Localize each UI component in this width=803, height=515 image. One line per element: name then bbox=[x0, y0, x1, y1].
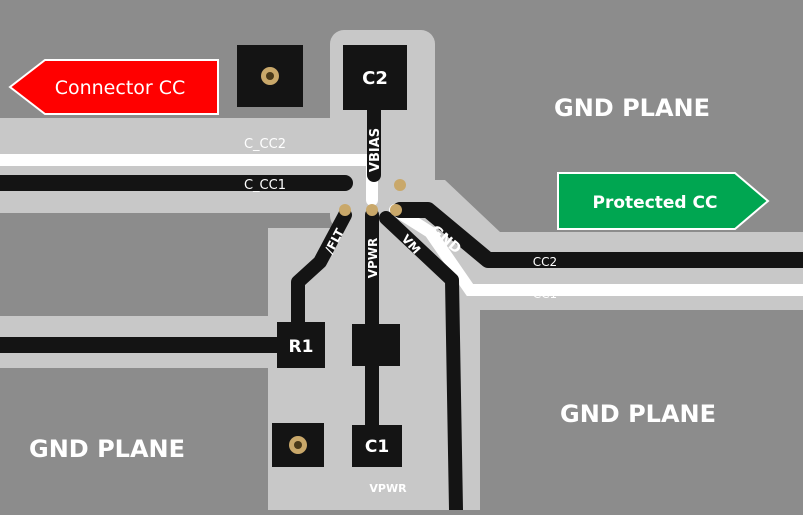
gnd-plane-bottom-right bbox=[480, 318, 803, 510]
pads bbox=[237, 45, 407, 467]
net-label-cc2: CC2 bbox=[533, 255, 557, 269]
gnd-plane-bottom-left bbox=[0, 368, 268, 510]
net-label-vpwr: VPWR bbox=[366, 238, 380, 279]
c1-label: C1 bbox=[365, 437, 389, 457]
trace-vm bbox=[379, 211, 463, 515]
net-label-vbias: VBIAS bbox=[368, 128, 383, 172]
gnd-plane-label-bottom-right: GND PLANE bbox=[560, 400, 716, 428]
protected-cc-arrow-shape bbox=[557, 172, 770, 230]
net-label-c-cc1: C_CC1 bbox=[244, 178, 286, 193]
protected-cc-label: Protected CC bbox=[593, 193, 718, 213]
c1-pad bbox=[352, 425, 402, 467]
pin-vbias bbox=[394, 179, 406, 191]
net-label-cc1: CC1 bbox=[533, 287, 557, 301]
c1-upper-pad bbox=[352, 324, 400, 366]
ic-pins bbox=[339, 179, 406, 216]
trace-cc1 bbox=[389, 204, 803, 296]
r1-label: R1 bbox=[289, 337, 314, 357]
clearance-right-bus bbox=[380, 180, 803, 310]
r1-pad bbox=[277, 322, 325, 368]
gnd-plane-label-bottom-left: GND PLANE bbox=[29, 435, 185, 463]
pin-flt bbox=[339, 204, 351, 216]
connector-cc-arrow-shape bbox=[8, 59, 219, 115]
protected-cc-arrow: Protected CC bbox=[557, 172, 770, 230]
net-label-vpwr-bottom: VPWR bbox=[369, 482, 407, 495]
net-label-c-cc2: C_CC2 bbox=[244, 137, 286, 152]
c2-label: C2 bbox=[362, 68, 388, 89]
pin-vpwr bbox=[366, 204, 378, 216]
connector-cc-arrow: Connector CC bbox=[8, 59, 219, 115]
gnd-plane-label-top-right: GND PLANE bbox=[554, 94, 710, 122]
connector-cc-label: Connector CC bbox=[55, 77, 186, 99]
trace-cc2 bbox=[392, 202, 803, 268]
pin-vm bbox=[390, 204, 402, 216]
c2-pad bbox=[343, 45, 407, 110]
